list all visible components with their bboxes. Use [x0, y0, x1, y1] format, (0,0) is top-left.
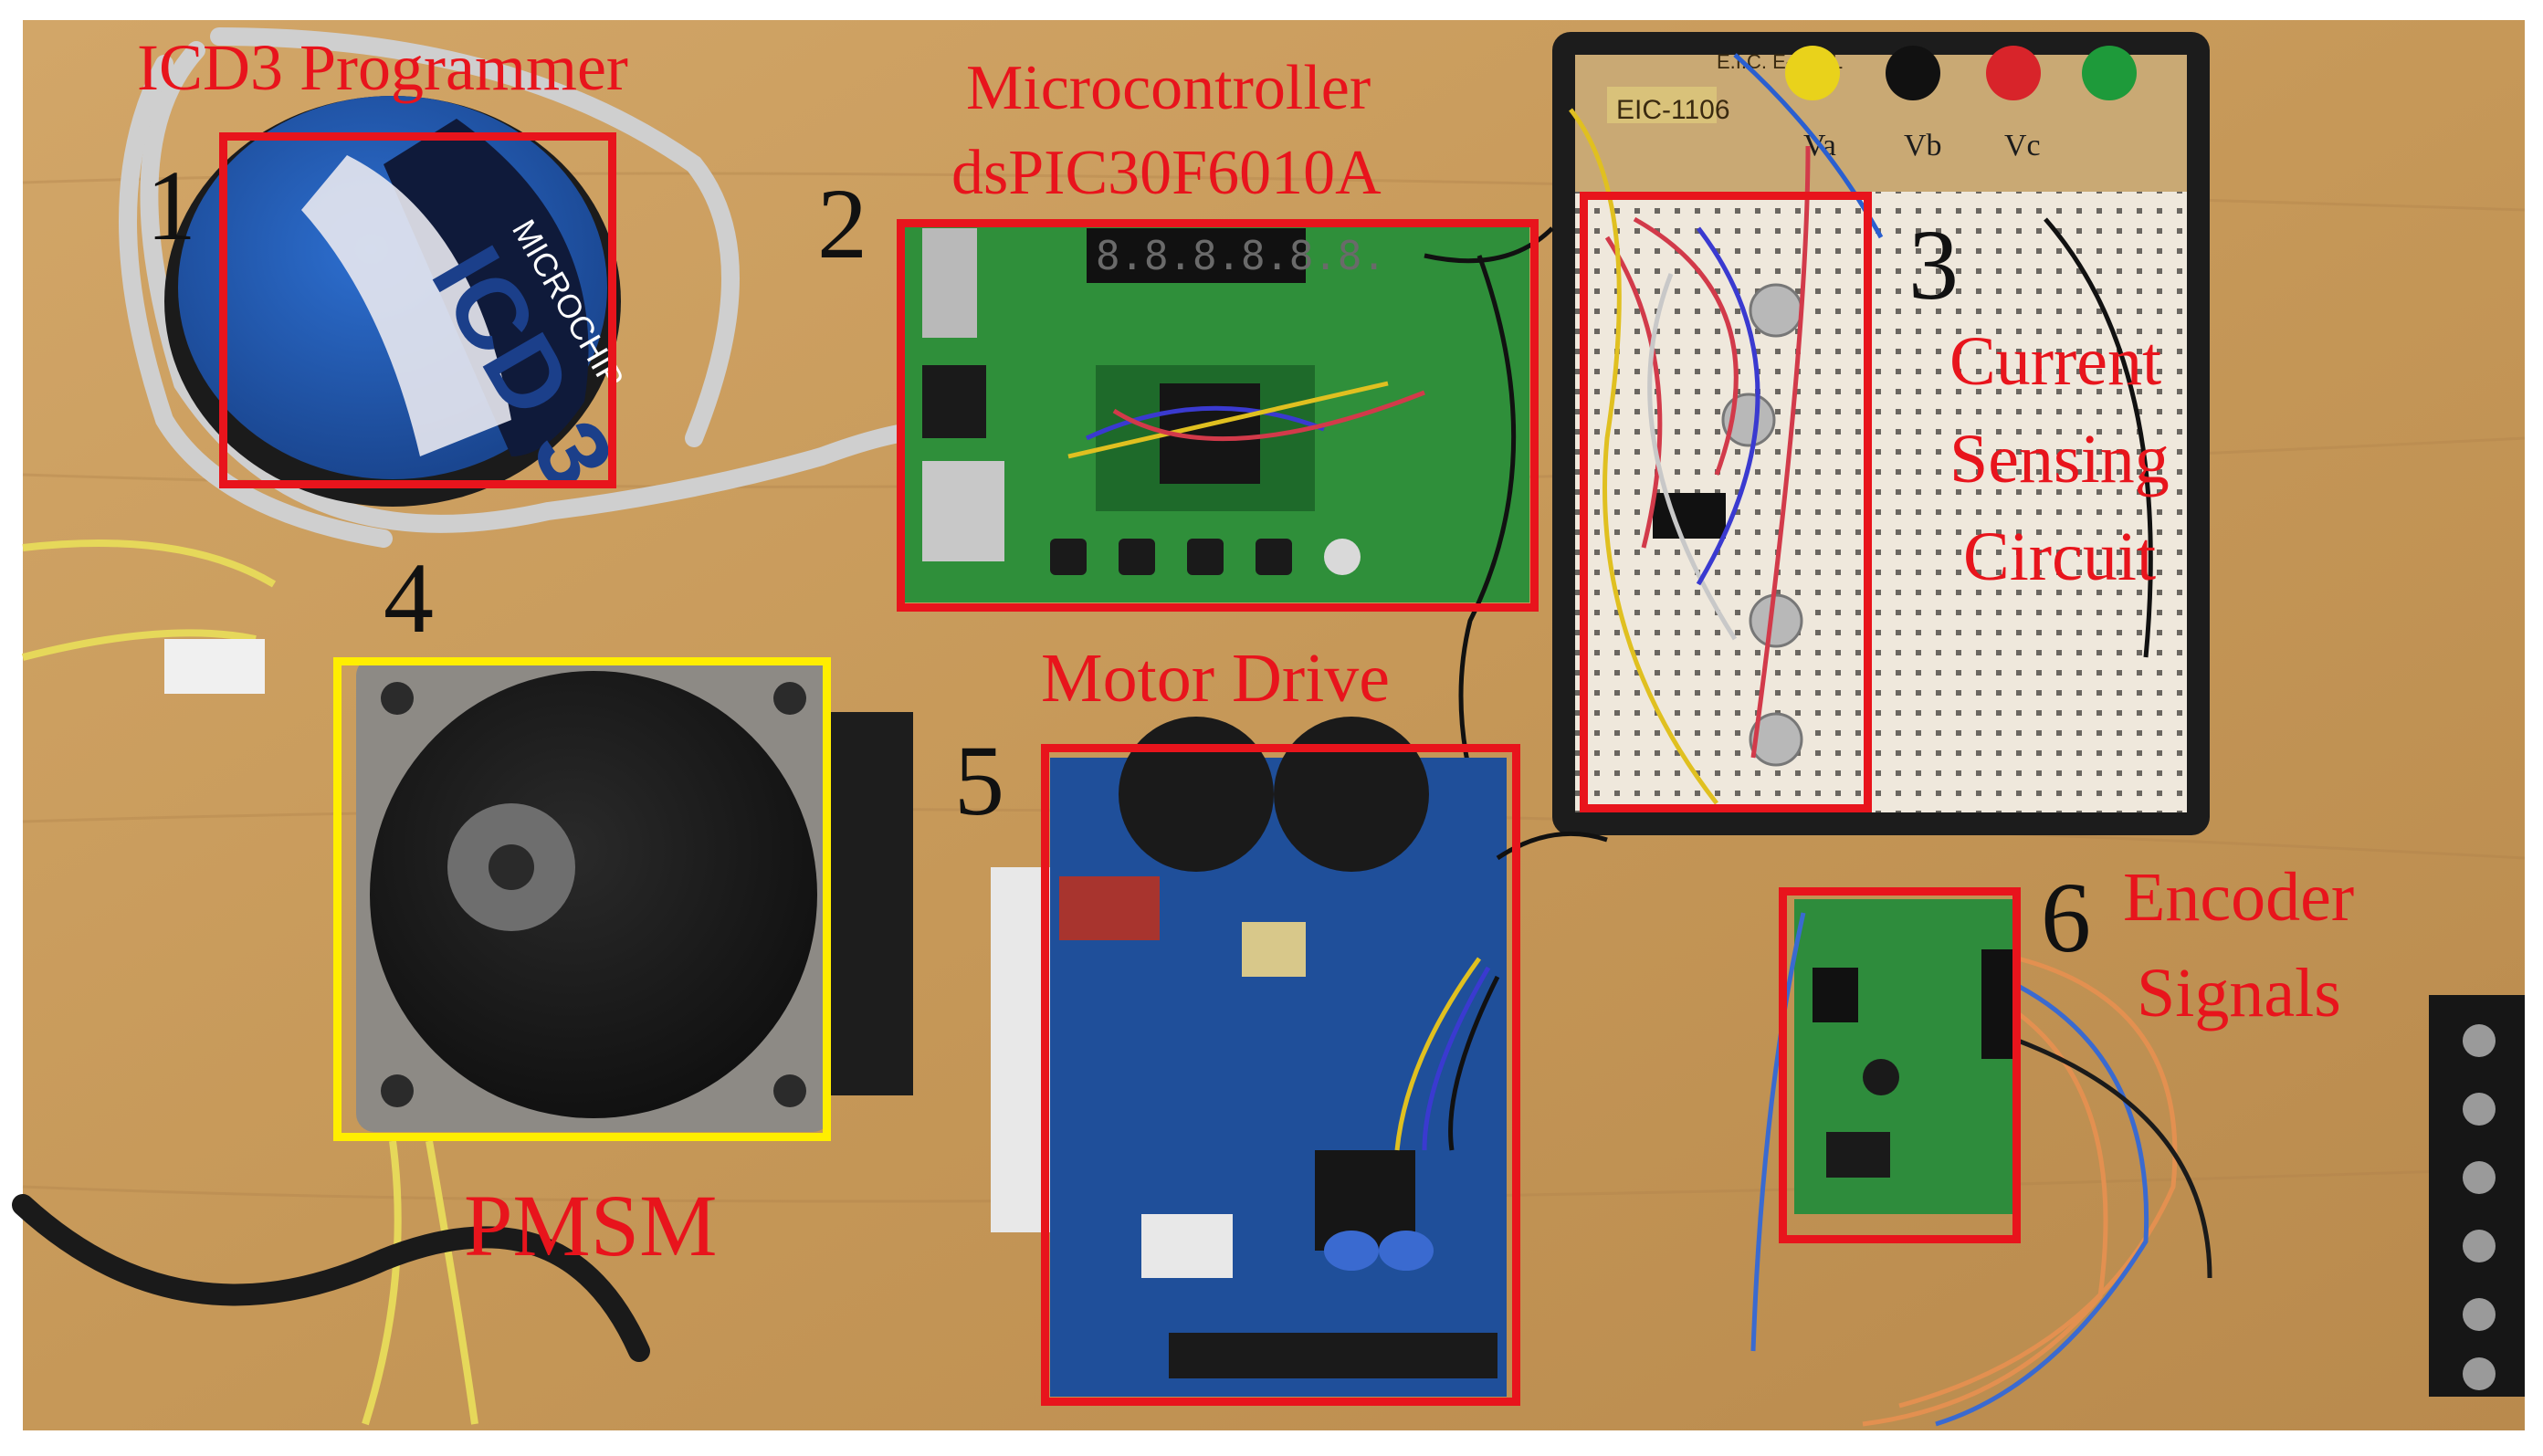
drive-wires: [1394, 831, 1608, 1151]
label-current: Current: [1949, 323, 2162, 400]
callout-number-4: 4: [384, 542, 434, 654]
terminal-vc: Vc: [2004, 129, 2041, 162]
pmsm-motor: [164, 639, 913, 1132]
jumper-wires: [1569, 53, 2153, 805]
encoder-board: [1794, 899, 2018, 1214]
label-icd3-programmer: ICD3 Programmer: [137, 31, 628, 104]
label-encoder: Encoder: [2123, 859, 2355, 936]
label-dspic30f6010a: dsPIC30F6010A: [951, 138, 1382, 208]
label-signals: Signals: [2137, 955, 2341, 1032]
current-sensing-box: [1580, 192, 1872, 812]
label-motor-drive: Motor Drive: [1041, 640, 1391, 717]
pmsm-box: [333, 657, 831, 1141]
motor-drive-board: [991, 717, 1507, 1397]
motor-leads: [22, 539, 478, 1426]
callout-number-2: 2: [817, 168, 867, 279]
callout-number-3: 3: [1908, 209, 1959, 320]
label-microcontroller: Microcontroller: [966, 53, 1371, 123]
seven-segment-display: 8.8.8.8.8.8.: [1096, 233, 1386, 279]
callout-number-6: 6: [2041, 862, 2091, 973]
callout-number-5: 5: [954, 725, 1004, 836]
breadboard: EIC-1106 E.I.C. E-CALL Va Vb Vc: [1552, 32, 2210, 835]
encoder-wires: [1750, 912, 2212, 1427]
terminal-block: [2429, 995, 2525, 1397]
label-pmsm: PMSM: [464, 1177, 718, 1274]
motor-drive-box: [1041, 744, 1520, 1406]
label-sensing: Sensing: [1949, 421, 2170, 498]
callout-number-1: 1: [146, 150, 196, 261]
terminal-vb: Vb: [1904, 129, 1942, 162]
icd3-puck: ICD 3 MICROCHIP: [164, 96, 636, 508]
breadboard-model: EIC-1106: [1616, 95, 1730, 125]
grey-cable: [119, 27, 950, 548]
microcontroller-board: 8.8.8.8.8.8.: [904, 219, 1529, 602]
icd3-programmer-box: [219, 132, 616, 488]
microcontroller-box: [897, 219, 1539, 612]
encoder-signals-box: [1779, 887, 2021, 1243]
black-cable: [12, 1194, 650, 1362]
label-circuit: Circuit: [1963, 519, 2157, 595]
